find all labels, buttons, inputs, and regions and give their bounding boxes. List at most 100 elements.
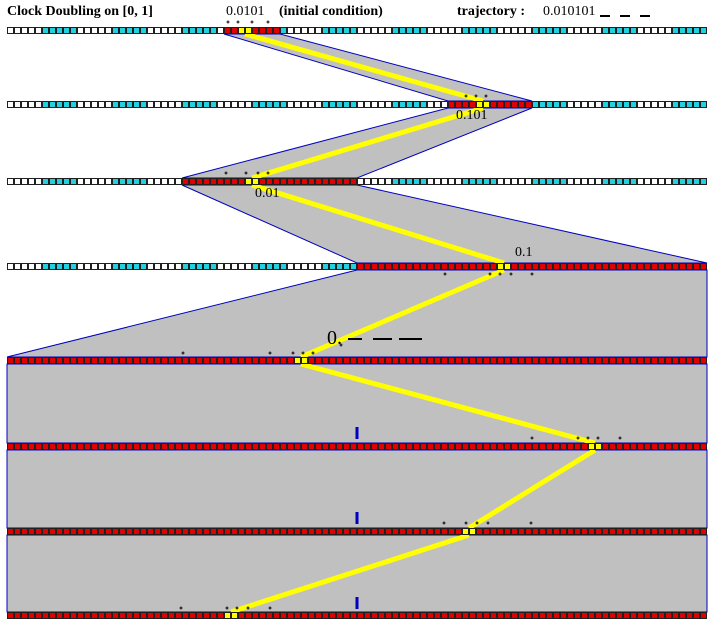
cell xyxy=(455,443,462,450)
cell xyxy=(196,612,203,619)
cell xyxy=(623,443,630,450)
cell xyxy=(567,101,574,108)
cell xyxy=(518,178,525,185)
point-mark xyxy=(464,521,468,525)
cell xyxy=(231,357,238,364)
cell xyxy=(105,101,112,108)
cell xyxy=(630,101,637,108)
cell xyxy=(126,528,133,535)
cell xyxy=(483,101,490,108)
cell xyxy=(609,357,616,364)
cell xyxy=(553,263,560,270)
cell xyxy=(238,528,245,535)
cell xyxy=(609,528,616,535)
cell xyxy=(553,357,560,364)
cell xyxy=(343,612,350,619)
cell xyxy=(91,443,98,450)
cell xyxy=(133,263,140,270)
cell xyxy=(182,263,189,270)
cell xyxy=(602,178,609,185)
cell xyxy=(329,178,336,185)
cell xyxy=(658,612,665,619)
cell xyxy=(42,357,49,364)
cell xyxy=(133,27,140,34)
cell xyxy=(525,178,532,185)
cell xyxy=(14,357,21,364)
cell xyxy=(112,178,119,185)
point-mark xyxy=(576,436,580,440)
cell xyxy=(665,528,672,535)
cell xyxy=(665,263,672,270)
cell xyxy=(504,27,511,34)
cell xyxy=(336,101,343,108)
cell xyxy=(490,101,497,108)
cell xyxy=(420,27,427,34)
point-mark xyxy=(443,272,447,276)
cell xyxy=(588,178,595,185)
cell xyxy=(679,178,686,185)
cell xyxy=(126,443,133,450)
cell xyxy=(7,27,14,34)
cell xyxy=(7,178,14,185)
cell xyxy=(154,357,161,364)
cell xyxy=(35,528,42,535)
initial-condition-value: 0.0101 xyxy=(226,4,265,19)
cell xyxy=(385,178,392,185)
cell xyxy=(497,101,504,108)
cell xyxy=(616,27,623,34)
cell xyxy=(84,357,91,364)
cell xyxy=(147,27,154,34)
cell xyxy=(588,612,595,619)
trajectory-value: 0.010101 xyxy=(543,4,596,19)
cell xyxy=(693,612,700,619)
cell xyxy=(294,528,301,535)
cell xyxy=(630,528,637,535)
cell xyxy=(322,101,329,108)
cell xyxy=(588,263,595,270)
cell xyxy=(245,101,252,108)
cell xyxy=(140,528,147,535)
cell xyxy=(105,263,112,270)
cell xyxy=(308,612,315,619)
cell xyxy=(469,101,476,108)
trajectory-label: trajectory : xyxy=(457,4,526,19)
cell xyxy=(581,357,588,364)
cell xyxy=(140,263,147,270)
cell xyxy=(504,101,511,108)
cell xyxy=(336,357,343,364)
cell xyxy=(84,612,91,619)
cell xyxy=(189,27,196,34)
cell xyxy=(441,528,448,535)
cell xyxy=(406,357,413,364)
cell xyxy=(518,443,525,450)
point-mark xyxy=(268,606,272,610)
cell xyxy=(455,612,462,619)
cell xyxy=(224,612,231,619)
cell xyxy=(140,101,147,108)
cell xyxy=(287,27,294,34)
cell xyxy=(154,528,161,535)
point-mark xyxy=(488,272,492,276)
cell xyxy=(371,612,378,619)
trajectory-segment xyxy=(300,361,596,446)
cell xyxy=(56,528,63,535)
cell xyxy=(406,263,413,270)
cell xyxy=(266,263,273,270)
cell xyxy=(357,612,364,619)
cell xyxy=(490,27,497,34)
cell xyxy=(525,443,532,450)
cell xyxy=(525,528,532,535)
trajectory-segment xyxy=(467,447,597,531)
cell xyxy=(189,443,196,450)
cell xyxy=(147,101,154,108)
point-mark xyxy=(474,94,478,98)
cell xyxy=(574,612,581,619)
cell xyxy=(399,443,406,450)
cell xyxy=(518,101,525,108)
cell xyxy=(483,443,490,450)
cell xyxy=(182,357,189,364)
cell xyxy=(294,178,301,185)
cell xyxy=(140,443,147,450)
cell xyxy=(399,263,406,270)
cell xyxy=(686,357,693,364)
